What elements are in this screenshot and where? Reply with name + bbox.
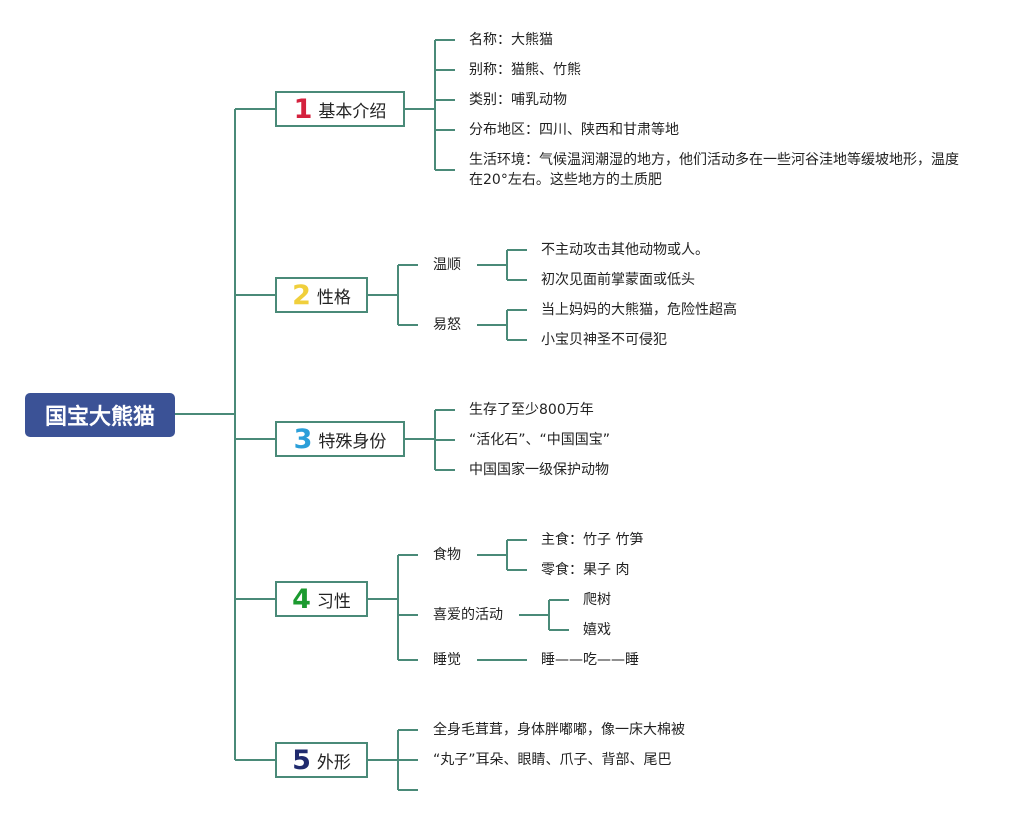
leaf-item[interactable]: 零食：果子 肉 [541, 562, 630, 578]
branch-number: 4 [292, 583, 311, 615]
branch-number: 3 [293, 423, 313, 455]
branch-label: 性格 [316, 287, 351, 308]
leaf-item[interactable]: 嬉戏 [583, 622, 611, 638]
leaf-distribution[interactable]: 分布地区：四川、陕西和甘肃等地 [469, 122, 679, 138]
leaf-item[interactable]: 主食：竹子 竹笋 [541, 532, 644, 548]
branch-number: 1 [293, 93, 313, 125]
subtopic-sleep[interactable]: 睡觉 [433, 652, 461, 668]
leaf-item[interactable]: 当上妈妈的大熊猫，危险性超高 [541, 302, 737, 318]
leaf-item[interactable]: 小宝贝神圣不可侵犯 [541, 332, 667, 348]
leaf-category[interactable]: 类别：哺乳动物 [469, 92, 567, 108]
branch-label: 特殊身份 [318, 431, 387, 452]
subtopic-irritable[interactable]: 易怒 [433, 317, 461, 333]
branch-personality[interactable]: 2 性格 [275, 277, 368, 313]
leaf-item[interactable]: “活化石”、“中国国宝” [469, 432, 611, 448]
branch-appearance[interactable]: 5 外形 [275, 742, 368, 778]
branch-number: 5 [292, 744, 311, 776]
branch-label: 外形 [316, 752, 351, 773]
leaf-item[interactable]: 睡——吃——睡 [541, 652, 639, 668]
branch-habits[interactable]: 4 习性 [275, 581, 368, 617]
leaf-item[interactable]: 初次见面前掌蒙面或低头 [541, 272, 695, 288]
leaf-item[interactable]: 全身毛茸茸，身体胖嘟嘟，像一床大棉被 [433, 722, 685, 738]
leaf-item[interactable]: 中国国家一级保护动物 [469, 462, 609, 478]
subtopic-activities[interactable]: 喜爱的活动 [433, 607, 503, 623]
leaf-item[interactable]: 爬树 [583, 592, 611, 608]
branch-label: 习性 [316, 591, 351, 612]
leaf-name[interactable]: 名称：大熊猫 [469, 32, 553, 48]
branch-number: 2 [292, 279, 311, 311]
leaf-item[interactable]: “丸子”耳朵、眼睛、爪子、背部、尾巴 [433, 752, 672, 768]
leaf-alias[interactable]: 别称：猫熊、竹熊 [469, 62, 581, 78]
branch-special-status[interactable]: 3 特殊身份 [275, 421, 405, 457]
leaf-item[interactable]: 生存了至少800万年 [469, 402, 594, 418]
leaf-habitat[interactable]: 生活环境：气候温润潮湿的地方，他们活动多在一些河谷洼地等缓坡地形，温度在20°左… [469, 152, 959, 188]
leaf-item[interactable]: 不主动攻击其他动物或人。 [541, 242, 709, 258]
subtopic-food[interactable]: 食物 [433, 547, 461, 563]
subtopic-gentle[interactable]: 温顺 [433, 257, 461, 273]
root-topic[interactable]: 国宝大熊猫 [25, 393, 175, 437]
branch-label: 基本介绍 [318, 101, 387, 122]
branch-basic-intro[interactable]: 1 基本介绍 [275, 91, 405, 127]
